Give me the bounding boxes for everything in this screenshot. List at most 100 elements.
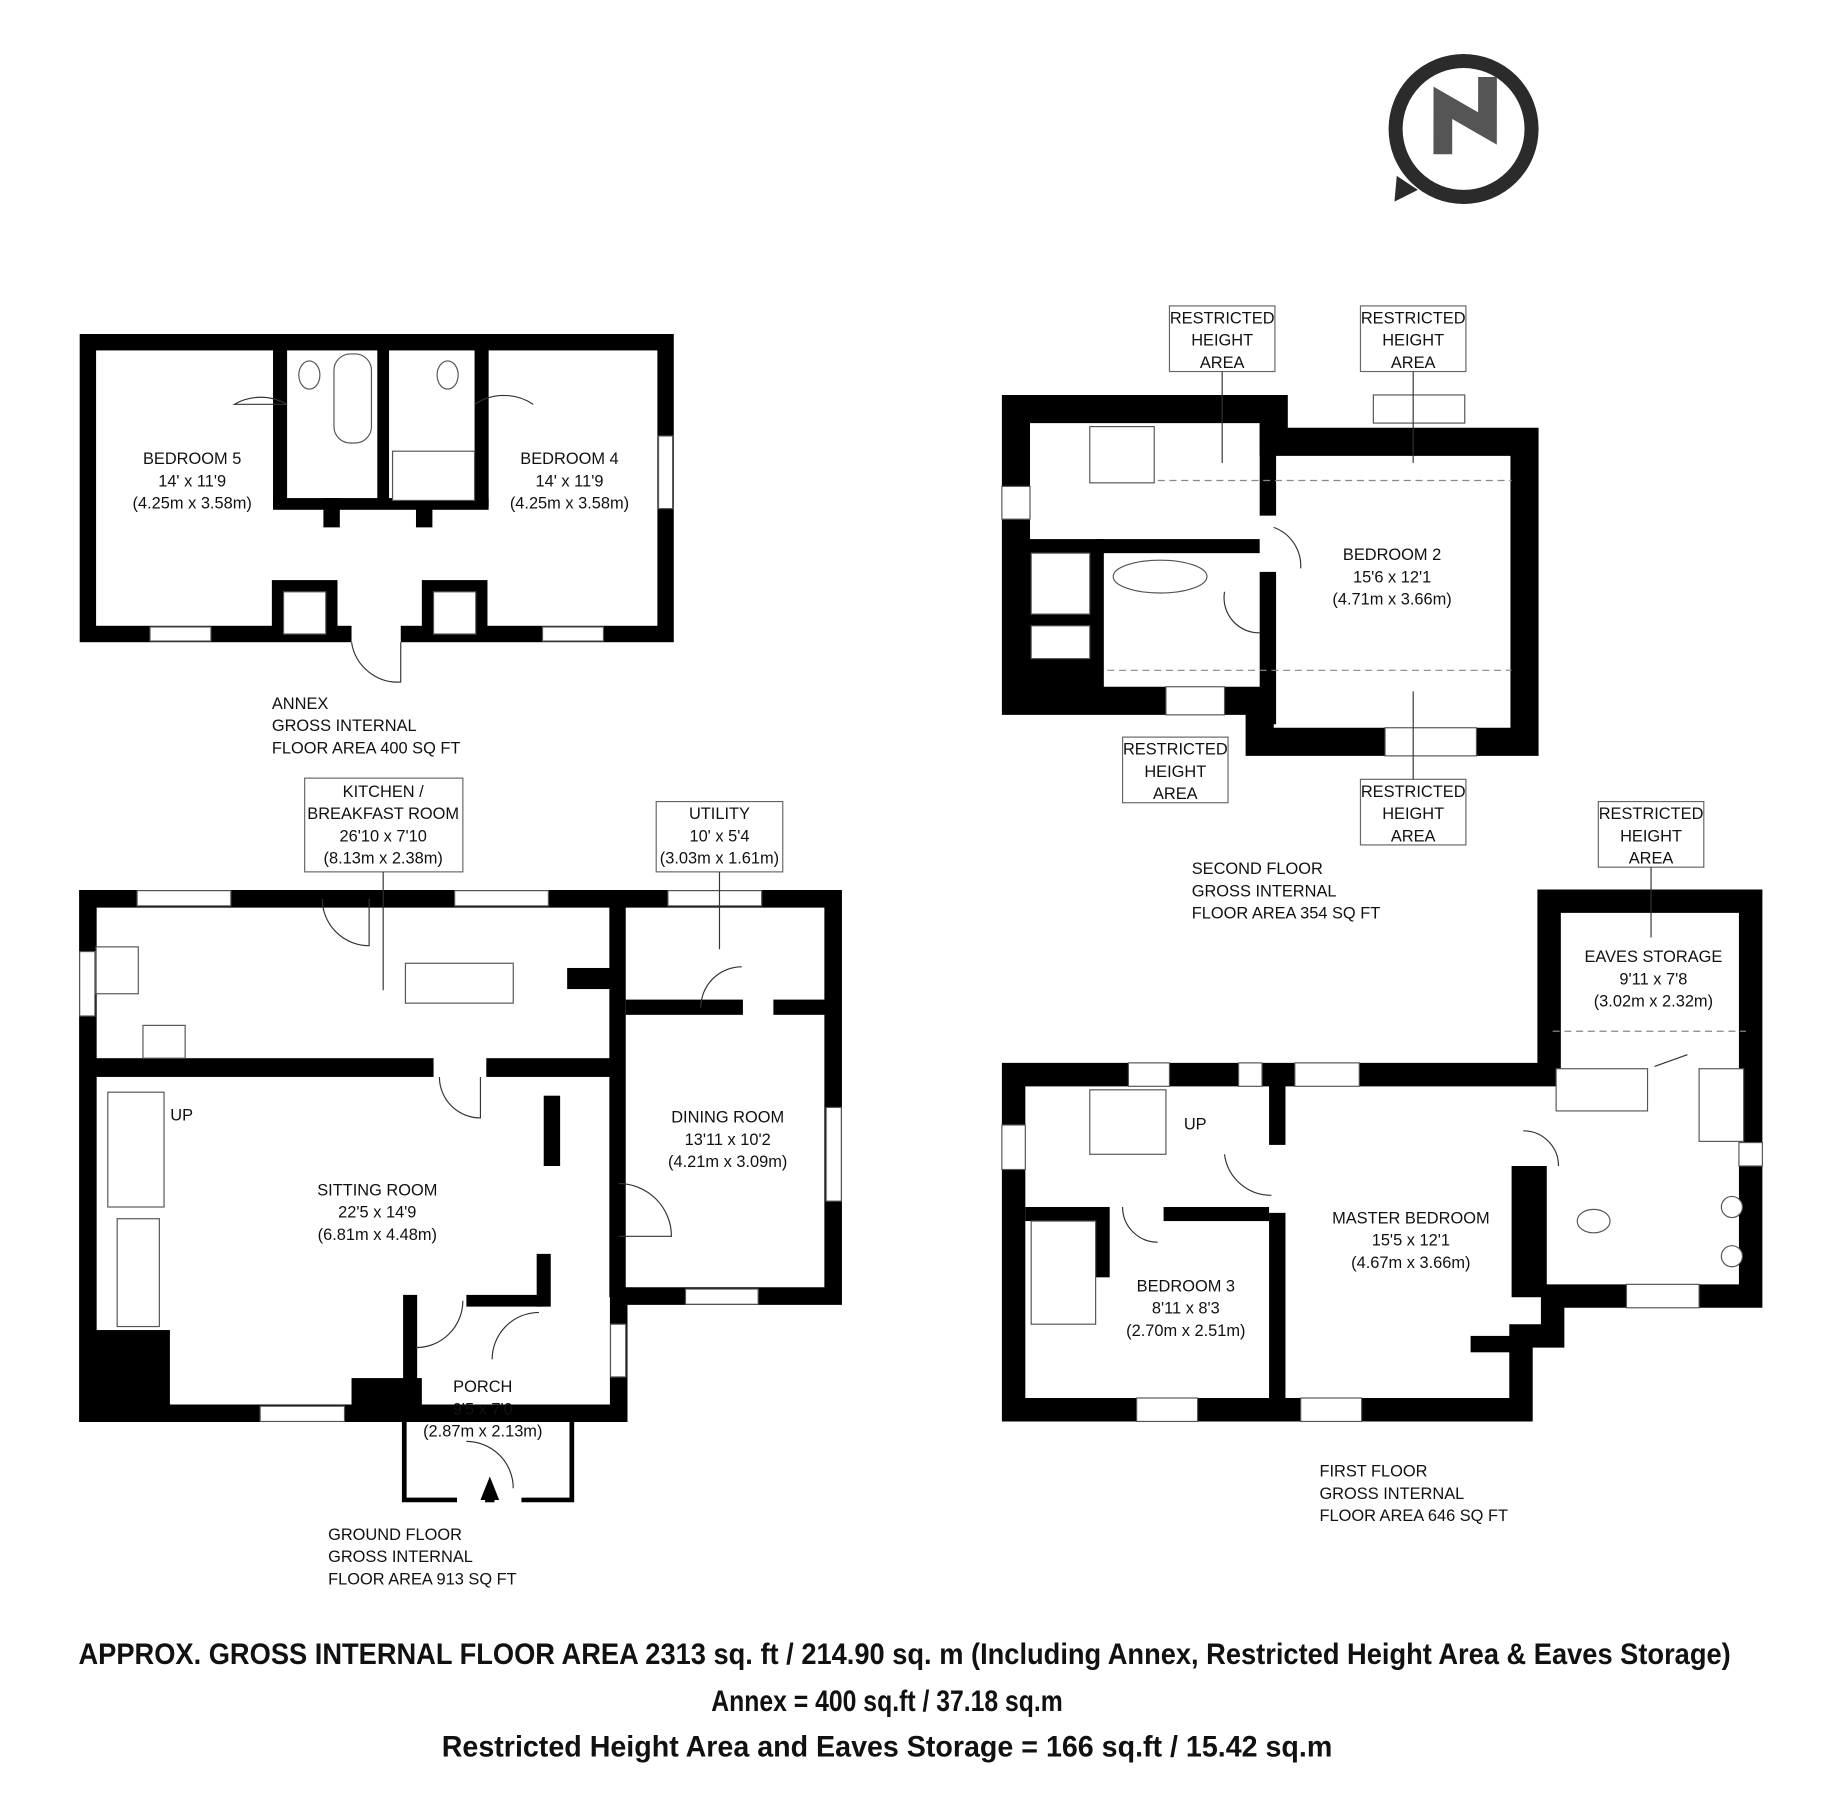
floor-area-label: FLOOR AREA 646 SQ FT: [1319, 1507, 1508, 1525]
restricted-area-line: Restricted Height Area and Eaves Storage…: [442, 1731, 1333, 1764]
restricted-text: RESTRICTED: [1361, 783, 1466, 801]
room-size-metric: (4.21m x 3.09m): [668, 1153, 787, 1171]
restricted-text: RESTRICTED: [1170, 309, 1275, 327]
restricted-text: RESTRICTED: [1361, 309, 1466, 327]
restricted-text: AREA: [1629, 850, 1674, 868]
room-size-imperial: 10' x 5'4: [689, 827, 749, 845]
restricted-text: HEIGHT: [1144, 763, 1206, 781]
first-floor-plan: RESTRICTED HEIGHT AREA EAVES STORAGE 9'11 x…: [1001, 800, 1763, 1526]
floor-area-label: GROSS INTERNAL: [328, 1548, 473, 1566]
room-name: BEDROOM 3: [1137, 1277, 1235, 1295]
restricted-height-label: [1597, 800, 1705, 868]
floor-area-label: FIRST FLOOR: [1319, 1463, 1427, 1481]
floor-area-label: FLOOR AREA 354 SQ FT: [1192, 905, 1381, 923]
svg-text:BEDROOM 215'6 x 12'1(4.71m x 3: BEDROOM 2 15'6 x 12'1 (4.71m x 3.66m): [1332, 546, 1451, 609]
svg-text:BEDROOM 38'11 x 8'3(2.70m x 2.: BEDROOM 3 8'11 x 8'3 (2.70m x 2.51m): [1126, 1277, 1245, 1340]
compass-letter-n: [1433, 77, 1497, 155]
room-size-metric: (4.25m x 3.58m): [510, 495, 629, 513]
floor-area-label: FLOOR AREA 400 SQ FT: [272, 740, 461, 758]
room-name: SITTING ROOM: [317, 1181, 437, 1199]
room-size-imperial: 14' x 11'9: [158, 472, 226, 490]
restricted-text: AREA: [1391, 827, 1436, 845]
room-name: DINING ROOM: [671, 1109, 784, 1127]
restricted-text: AREA: [1200, 354, 1245, 372]
room-name: MASTER BEDROOM: [1332, 1209, 1490, 1227]
svg-text:BEDROOM 514' x 11'9(4.25m x 3.: BEDROOM 5 14' x 11'9 (4.25m x 3.58m): [133, 450, 252, 513]
floor-area-label: SECOND FLOOR: [1192, 860, 1323, 878]
room-size-imperial: 26'10 x 7'10: [339, 827, 426, 845]
room-name: PORCH: [453, 1378, 512, 1396]
floor-area-label: GROSS INTERNAL: [272, 717, 417, 735]
restricted-height-label: RESTRICTED HEIGHT AREA: [1168, 305, 1276, 463]
room-size-metric: (8.13m x 2.38m): [324, 850, 443, 868]
room-size-imperial: 15'6 x 12'1: [1353, 568, 1431, 586]
svg-text:BEDROOM 414' x 11'9(4.25m x 3.: BEDROOM 4 14' x 11'9 (4.25m x 3.58m): [510, 450, 629, 513]
restricted-height-label: RESTRICTED HEIGHT AREA: [1121, 736, 1229, 804]
restricted-text: HEIGHT: [1191, 332, 1253, 350]
stairs-up-label: UP: [1184, 1116, 1207, 1134]
room-size-metric: (4.25m x 3.58m): [133, 495, 252, 513]
room-size-metric: (4.71m x 3.66m): [1332, 591, 1451, 609]
room-name: KITCHEN /: [343, 783, 424, 801]
floor-area-label: ANNEX: [272, 695, 329, 713]
utility-label-box: [655, 800, 784, 873]
restricted-text: HEIGHT: [1620, 827, 1682, 845]
floor-area-label: FLOOR AREA 913 SQ FT: [328, 1570, 517, 1588]
room-size-imperial: 8'11 x 8'3: [1152, 1300, 1220, 1318]
room-name: BREAKFAST ROOM: [307, 805, 459, 823]
restricted-height-label: RESTRICTED HEIGHT AREA: [1359, 691, 1467, 846]
room-name: UTILITY: [689, 805, 750, 823]
room-size-metric: (6.81m x 4.48m): [318, 1226, 437, 1244]
total-area-line: APPROX. GROSS INTERNAL FLOOR AREA 2313 s…: [79, 1638, 1731, 1671]
second-floor-plan: RESTRICTED HEIGHT AREA RESTRICTED HEIGHT ARE…: [1001, 305, 1539, 923]
floor-area-label: GROSS INTERNAL: [1319, 1485, 1464, 1503]
room-size-imperial: 9'5 x 7'0: [453, 1400, 513, 1418]
room-name: EAVES STORAGE: [1584, 948, 1722, 966]
annex-area-line: Annex = 400 sq.ft / 37.18 sq.m: [711, 1685, 1063, 1718]
floor-area-label: GROSS INTERNAL: [1192, 882, 1337, 900]
room-size-imperial: 15'5 x 12'1: [1372, 1232, 1450, 1250]
restricted-text: HEIGHT: [1382, 332, 1444, 350]
room-size-imperial: 22'5 x 14'9: [338, 1204, 416, 1222]
restricted-height-label: RESTRICTED HEIGHT AREA: [1359, 305, 1467, 463]
restricted-text: RESTRICTED: [1599, 805, 1704, 823]
room-size-metric: (4.67m x 3.66m): [1351, 1254, 1470, 1272]
stairs-up-label: UP: [170, 1106, 193, 1124]
restricted-text: AREA: [1153, 785, 1198, 803]
room-size-metric: (3.02m x 2.32m): [1594, 993, 1713, 1011]
room-name: BEDROOM 5: [143, 450, 241, 468]
room-size-imperial: 13'11 x 10'2: [685, 1131, 771, 1149]
room-size-metric: (2.87m x 2.13m): [423, 1423, 542, 1441]
restricted-text: HEIGHT: [1382, 805, 1444, 823]
ground-floor-plan: KITCHEN / BREAKFAST ROOM 26'10 x 7'10 (8.13…: [79, 777, 842, 1589]
floor-area-label: GROUND FLOOR: [328, 1526, 462, 1544]
room-name: BEDROOM 2: [1343, 546, 1441, 564]
north-compass-icon: [1388, 53, 1539, 204]
room-name: BEDROOM 4: [520, 450, 618, 468]
room-size-imperial: 14' x 11'9: [536, 472, 604, 490]
annex-plan: BEDROOM 5 14' x 11'9 (4.25m x 3.58m) BEDRO…: [79, 334, 674, 758]
kitchen-label-box: [304, 777, 464, 873]
room-size-imperial: 9'11 x 7'8: [1619, 970, 1687, 988]
room-size-metric: (2.70m x 2.51m): [1126, 1322, 1245, 1340]
room-size-metric: (3.03m x 1.61m): [660, 850, 779, 868]
restricted-text: AREA: [1391, 354, 1436, 372]
restricted-text: RESTRICTED: [1123, 741, 1228, 759]
